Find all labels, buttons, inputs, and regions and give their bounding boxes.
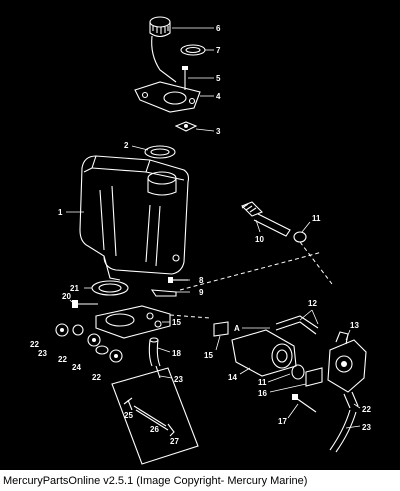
- hose-a-part[interactable]: [275, 315, 319, 335]
- spacer-part[interactable]: [305, 367, 323, 387]
- o-ring-part[interactable]: [291, 364, 305, 380]
- washer-part[interactable]: [95, 345, 109, 355]
- part-label-8[interactable]: 8: [199, 276, 204, 285]
- pump-screw-part[interactable]: [292, 394, 317, 413]
- part-label-22-b[interactable]: 22: [58, 355, 67, 364]
- part-label-5[interactable]: 5: [216, 74, 221, 83]
- part-label-2[interactable]: 2: [124, 141, 129, 150]
- part-label-15-left[interactable]: 15: [204, 351, 213, 360]
- part-label-1[interactable]: 1: [58, 208, 63, 217]
- shaft-o-ring-part[interactable]: [293, 231, 307, 243]
- part-label-22-a[interactable]: 22: [30, 340, 39, 349]
- image-copyright-caption: MercuryPartsOnline v2.5.1 (Image Copyrig…: [3, 475, 308, 487]
- hose-reference-label: A: [234, 324, 240, 333]
- filter-cover-part[interactable]: [91, 280, 129, 296]
- part-label-24[interactable]: 24: [72, 363, 81, 372]
- part-label-14[interactable]: 14: [228, 373, 237, 382]
- bracket-plate-part[interactable]: [95, 305, 171, 339]
- part-label-23-c[interactable]: 23: [362, 423, 371, 432]
- part-label-25[interactable]: 25: [124, 411, 133, 420]
- part-label-20[interactable]: 20: [62, 292, 71, 301]
- t-connector-part[interactable]: [123, 397, 133, 411]
- assembly-guide-line: [299, 241, 333, 285]
- part-label-6[interactable]: 6: [216, 24, 221, 33]
- part-label-9[interactable]: 9: [199, 288, 204, 297]
- cap-seal-part[interactable]: [180, 44, 206, 56]
- tank-clip-part[interactable]: [150, 289, 177, 297]
- drive-shaft-part[interactable]: [241, 201, 291, 237]
- fill-neck-flange-part[interactable]: [134, 81, 201, 113]
- seal-part[interactable]: [213, 321, 229, 337]
- oil-tank-part[interactable]: [79, 155, 190, 281]
- hex-nut-part[interactable]: [72, 324, 84, 336]
- part-label-10[interactable]: 10: [255, 235, 264, 244]
- part-label-17[interactable]: 17: [278, 417, 287, 426]
- part-label-22-c[interactable]: 22: [92, 373, 101, 382]
- part-label-26[interactable]: 26: [150, 425, 159, 434]
- wing-fastener-part[interactable]: [174, 121, 198, 132]
- part-label-22-d[interactable]: 22: [362, 405, 371, 414]
- exploded-parts-diagram: 6 7 5 4 3 2 1 8 9 10 11 12 13 14 15 11 1…: [0, 0, 400, 470]
- part-label-21[interactable]: 21: [70, 284, 79, 293]
- outlet-hose-part[interactable]: [329, 409, 357, 453]
- part-label-23-b[interactable]: 23: [174, 375, 183, 384]
- oil-pump-part[interactable]: [327, 331, 367, 393]
- fitting-part[interactable]: [343, 391, 359, 409]
- tube-part[interactable]: [133, 405, 169, 431]
- part-label-13[interactable]: 13: [350, 321, 359, 330]
- part-label-11-upper[interactable]: 11: [312, 214, 321, 223]
- line-part[interactable]: [155, 365, 161, 379]
- part-label-27[interactable]: 27: [170, 437, 179, 446]
- part-label-11-lower[interactable]: 11: [258, 378, 267, 387]
- part-label-15-right[interactable]: 15: [172, 318, 181, 327]
- hex-nut-part[interactable]: [87, 333, 101, 347]
- hex-nut-part[interactable]: [55, 323, 69, 337]
- part-label-12[interactable]: 12: [308, 299, 317, 308]
- part-labels: 6 7 5 4 3 2 1 8 9 10 11 12 13 14 15 11 1…: [30, 24, 371, 446]
- leader-lines: [66, 27, 361, 429]
- part-label-18[interactable]: 18: [172, 349, 181, 358]
- part-label-7[interactable]: 7: [216, 46, 221, 55]
- diagram-canvas: 6 7 5 4 3 2 1 8 9 10 11 12 13 14 15 11 1…: [30, 16, 371, 465]
- pump-housing-part[interactable]: [231, 329, 297, 377]
- part-label-3[interactable]: 3: [216, 127, 221, 136]
- clamp-kit-inset: [111, 367, 199, 465]
- flange-screw-part[interactable]: [182, 66, 188, 90]
- hex-nut-part[interactable]: [109, 349, 123, 363]
- hose-part[interactable]: [148, 337, 161, 367]
- part-label-4[interactable]: 4: [216, 92, 221, 101]
- tank-seal-part[interactable]: [144, 145, 176, 159]
- fitting-part[interactable]: [167, 423, 175, 437]
- part-label-23-a[interactable]: 23: [38, 349, 47, 358]
- bolt-part[interactable]: [72, 300, 98, 308]
- part-label-16[interactable]: 16: [258, 389, 267, 398]
- fill-cap-part[interactable]: [149, 16, 177, 83]
